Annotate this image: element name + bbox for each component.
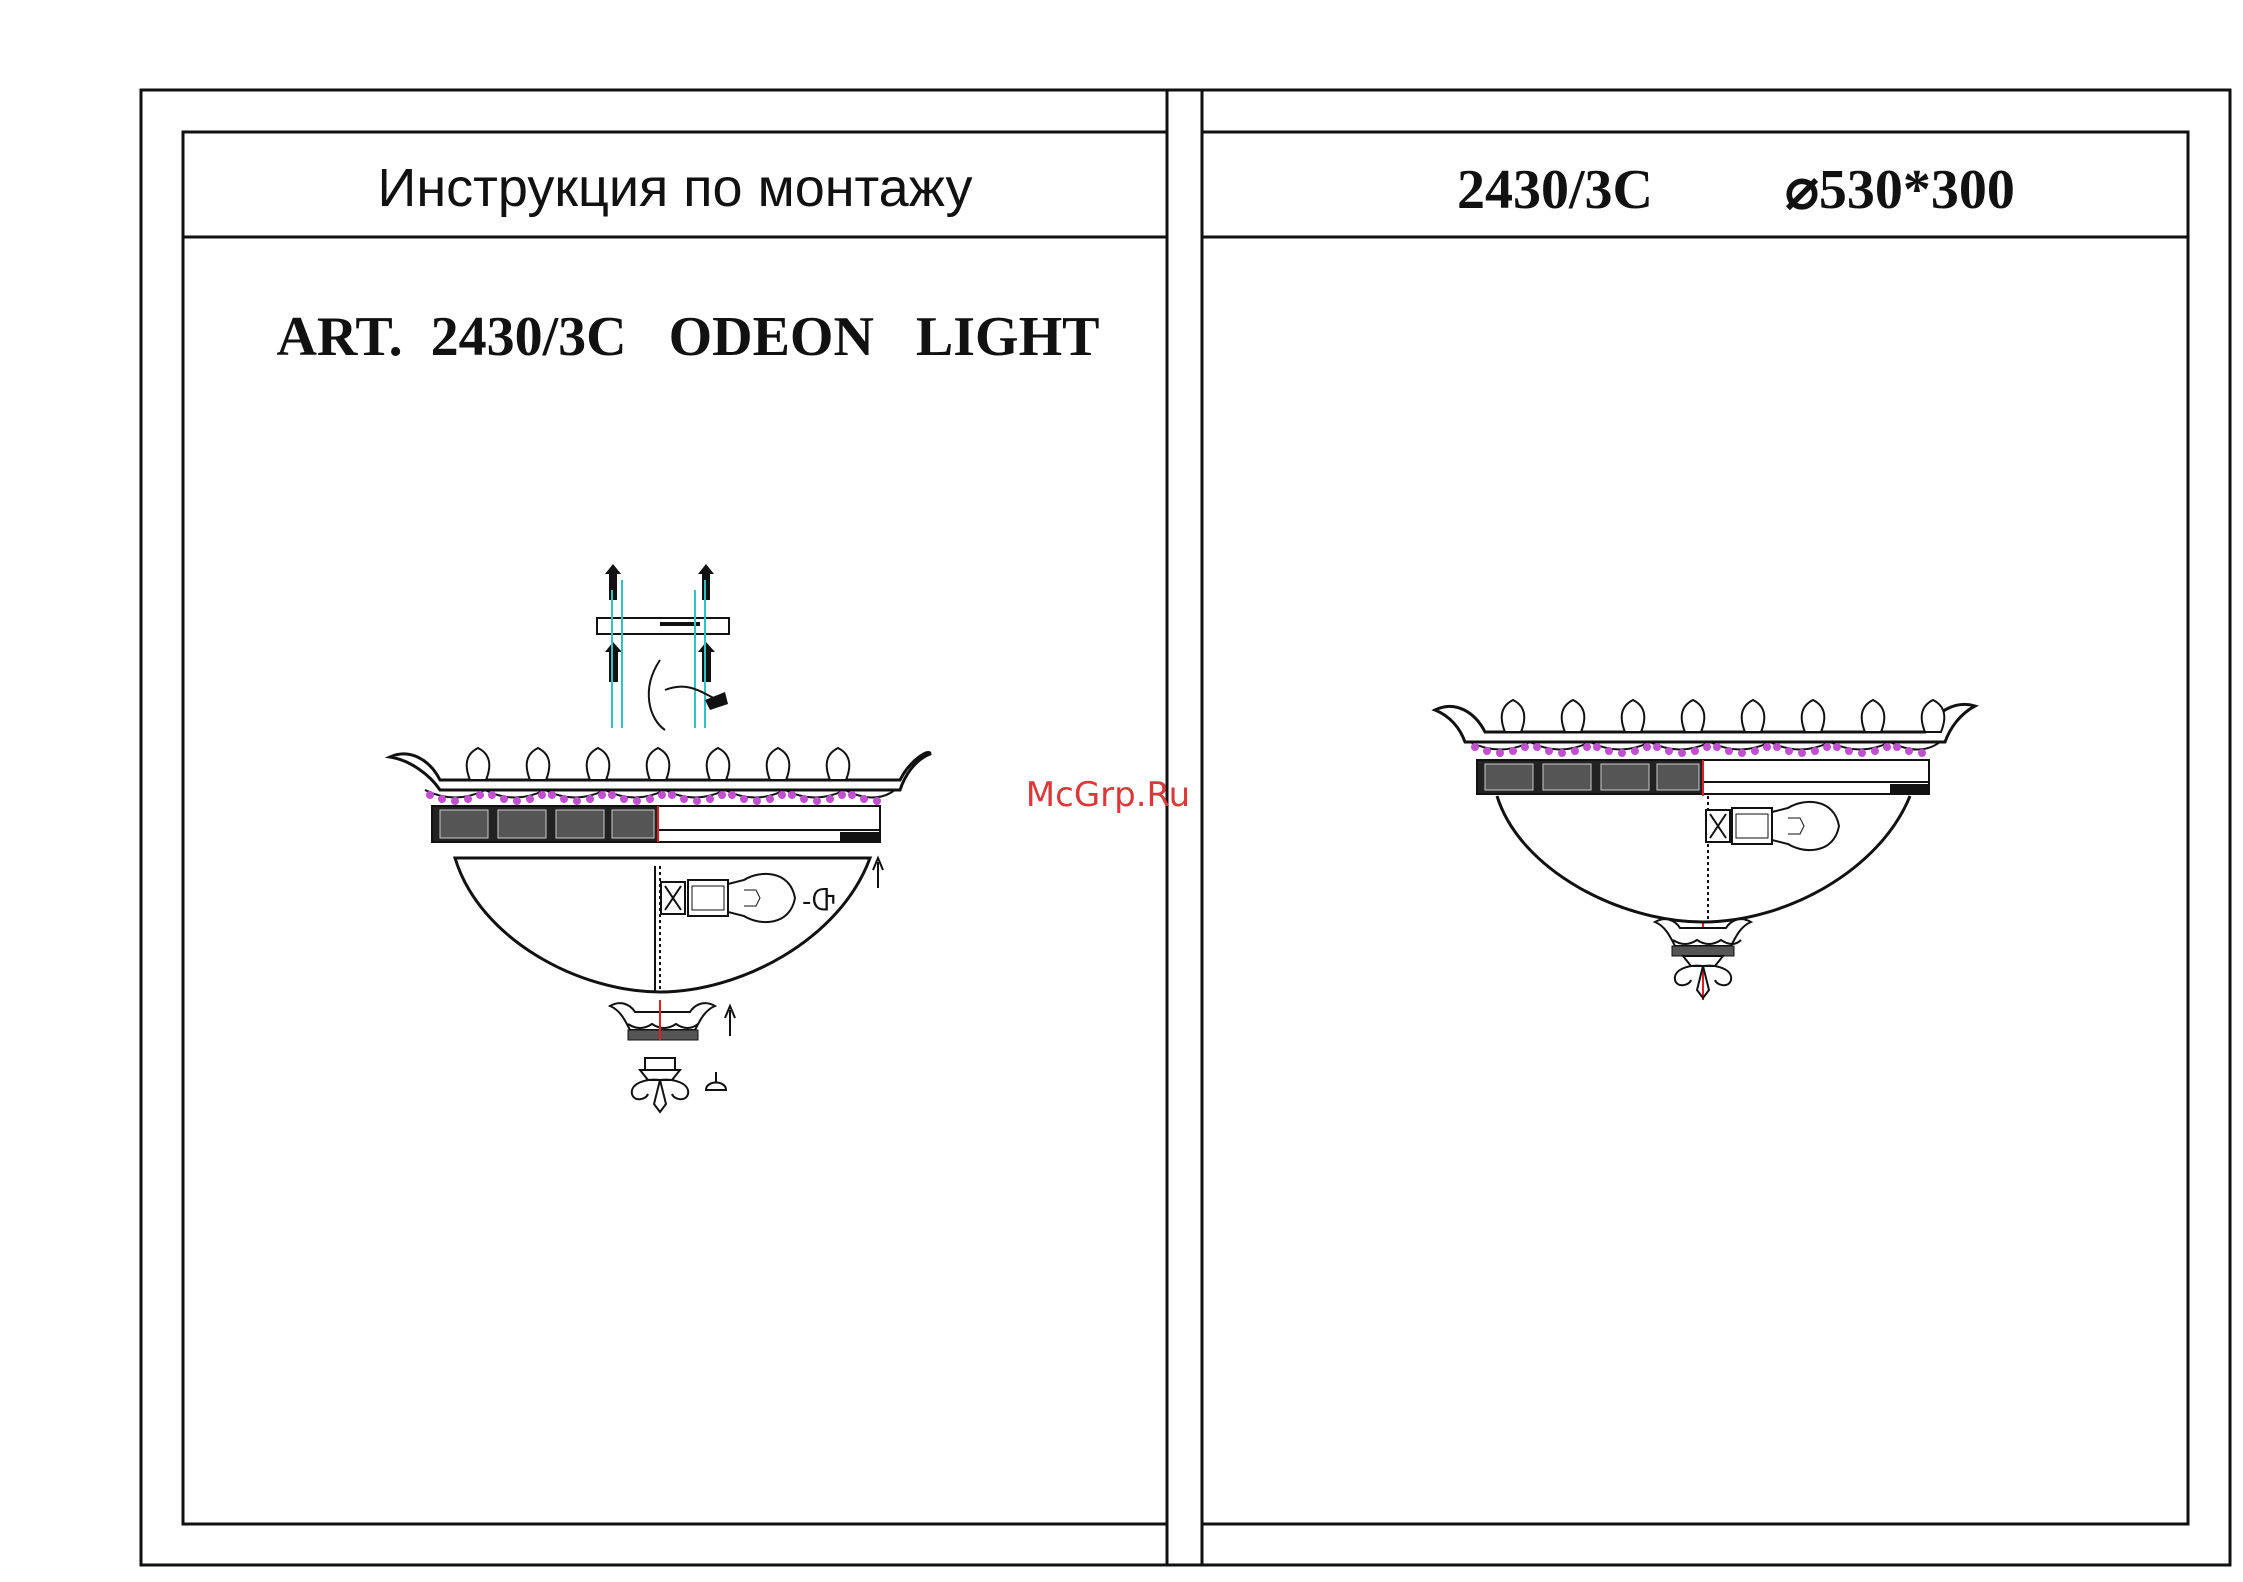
left-panel-header: Инструкция по монтажу bbox=[378, 158, 973, 218]
exploded-assembly-drawing: -Ⴇ bbox=[390, 564, 930, 1112]
bottom-finial bbox=[632, 1058, 688, 1112]
assembled-fixture-drawing bbox=[1435, 700, 1975, 1000]
bottom-screw-left bbox=[605, 642, 622, 682]
finial-screw bbox=[706, 1072, 726, 1090]
svg-text:-Ⴇ: -Ⴇ bbox=[802, 887, 835, 917]
socket-and-bulb bbox=[661, 874, 795, 922]
bottom-crown bbox=[610, 1003, 715, 1040]
glass-bowl bbox=[455, 858, 870, 992]
assembled-glass-bowl bbox=[1497, 796, 1910, 922]
model-number: 2430/3C bbox=[1457, 159, 1653, 221]
up-arrow-right bbox=[873, 858, 883, 888]
decorative-band bbox=[432, 806, 880, 842]
crown-rim bbox=[390, 748, 930, 805]
assembled-socket-and-bulb bbox=[1706, 802, 1839, 850]
up-arrow-bottom bbox=[725, 1006, 735, 1036]
art-line: ART. 2430/3C ODEON LIGHT bbox=[276, 306, 1099, 368]
bottom-screw-right bbox=[698, 642, 715, 682]
watermark: McGrp.Ru bbox=[1026, 775, 1190, 815]
dimensions-label: ⌀530*300 bbox=[1785, 159, 2015, 221]
assembled-crown-rim bbox=[1435, 700, 1975, 757]
